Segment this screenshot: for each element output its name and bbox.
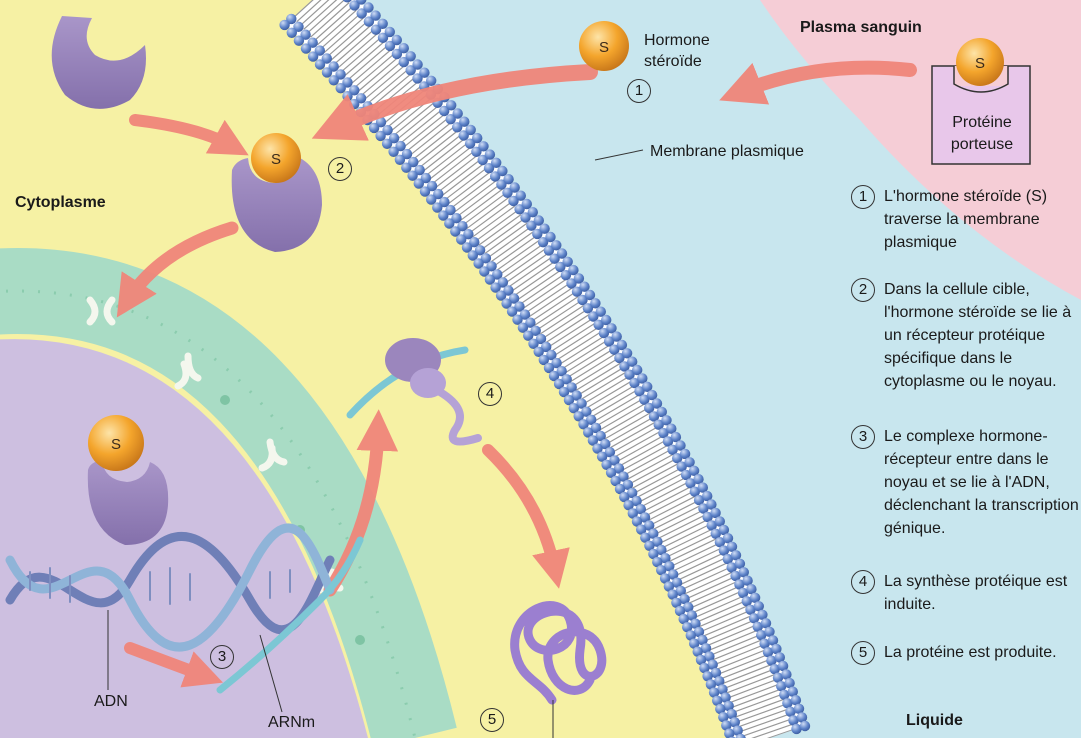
lipid-head — [497, 166, 507, 176]
lipid-head — [406, 51, 416, 61]
hormone-s-label: S — [599, 39, 609, 56]
lipid-head — [294, 36, 304, 46]
step-marker-3: 3 — [210, 645, 234, 669]
lipid-head — [329, 75, 339, 85]
lipid-head — [301, 43, 311, 53]
lipid-head — [419, 68, 429, 78]
lipid-head — [385, 27, 395, 37]
step-number: 2 — [851, 278, 875, 302]
liquid-label: Liquide — [906, 711, 963, 731]
lipid-head — [315, 59, 325, 69]
cytoplasm-label: Cytoplasme — [15, 193, 106, 213]
lipid-head — [466, 125, 476, 135]
lipid-head — [446, 100, 456, 110]
lipid-head — [287, 28, 297, 38]
step-marker-1: 1 — [627, 79, 651, 103]
lipid-head — [503, 174, 513, 184]
lipid-head — [800, 721, 810, 731]
lipid-head — [412, 59, 422, 69]
plasma-label: Plasma sanguin — [800, 18, 922, 38]
lipid-head — [336, 83, 346, 93]
membrane-label: Membrane plasmique — [650, 142, 804, 162]
step-text: Le complexe hormone-récepteur entre dans… — [884, 425, 1080, 540]
lipid-head — [426, 76, 436, 86]
lipid-head — [485, 149, 495, 159]
hormone-label: Hormone stéroïde — [644, 30, 724, 72]
lipid-head — [322, 67, 332, 77]
carrier-protein-label: Protéine porteuse — [940, 112, 1024, 156]
mrna-label: ARNm — [268, 713, 315, 733]
step-text: Dans la cellule cible, l'hormone stéroïd… — [884, 278, 1080, 393]
step-text: La protéine est produite. — [884, 641, 1080, 664]
lipid-head — [478, 141, 488, 151]
lipid-head — [453, 108, 463, 118]
lipid-head — [528, 207, 538, 217]
step-number: 1 — [851, 185, 875, 209]
step-text: La synthèse protéique est induite. — [884, 570, 1080, 616]
lipid-head — [382, 139, 392, 149]
lipid-head — [516, 191, 526, 201]
lipid-head — [308, 51, 318, 61]
lipid-head — [459, 117, 469, 127]
step-marker-2: 2 — [328, 157, 352, 181]
step-number: 3 — [851, 425, 875, 449]
step-marker-5: 5 — [480, 708, 504, 732]
hormone-s-label: S — [975, 55, 985, 72]
hormone-s-label: S — [111, 436, 121, 453]
lipid-head — [349, 99, 359, 109]
lipid-head — [491, 158, 501, 168]
step-marker-4: 4 — [478, 382, 502, 406]
lipid-head — [342, 91, 352, 101]
step-text: L'hormone stéroïde (S) traverse la membr… — [884, 185, 1080, 254]
step-number: 5 — [851, 641, 875, 665]
lipid-head — [378, 19, 388, 29]
step-number: 4 — [851, 570, 875, 594]
lipid-head — [472, 133, 482, 143]
lipid-head — [369, 123, 379, 133]
lipid-head — [363, 2, 373, 12]
lipid-head — [279, 20, 289, 30]
lipid-head — [392, 35, 402, 45]
lipid-head — [370, 10, 380, 20]
hormone-s-label: S — [271, 151, 281, 168]
lipid-head — [399, 43, 409, 53]
dna-label: ADN — [94, 692, 128, 712]
